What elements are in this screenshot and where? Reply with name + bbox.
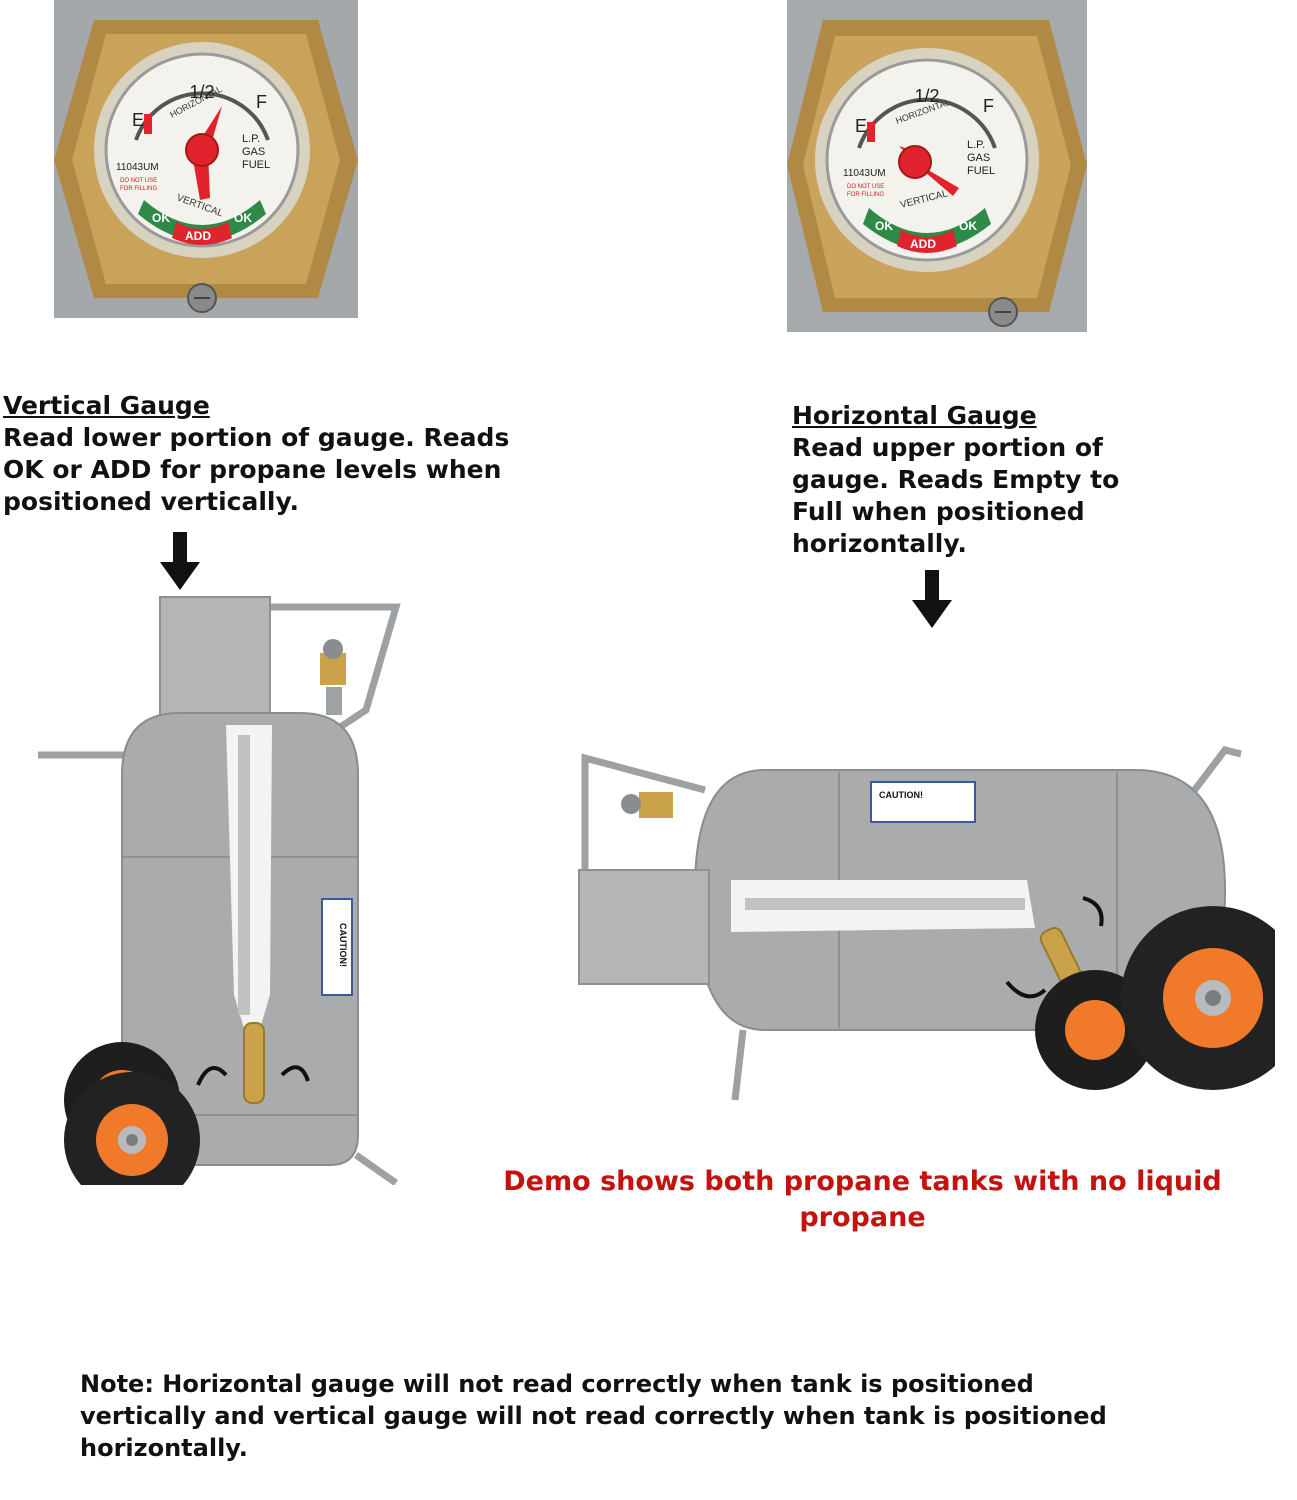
vertical-gauge-description: Vertical Gauge Read lower portion of gau… <box>3 390 543 518</box>
tank-caution-label: CAUTION! <box>879 790 923 800</box>
gauge-model-label: 11043UM <box>116 162 159 173</box>
gauge-ok-right: OK <box>959 219 977 233</box>
tank-caution-label: CAUTION! <box>338 923 348 967</box>
vertical-gauge-line-3: positioned vertically. <box>3 487 299 516</box>
down-arrow-icon <box>160 532 200 590</box>
horizontal-gauge-line-3: Full when positioned <box>792 497 1085 526</box>
note-text: Note: Horizontal gauge will not read cor… <box>80 1368 1260 1464</box>
horizontal-gauge-line-4: horizontally. <box>792 529 967 558</box>
gauge-do-not-use: DO NOT USE <box>120 178 157 184</box>
gauge-half-label: 1/2 <box>189 82 214 102</box>
gauge-fuel-label-1: L.P. <box>242 133 260 145</box>
gauge-empty-label: E <box>855 116 867 136</box>
gauge-ok-left: OK <box>152 211 170 225</box>
gauge-fuel-label-2: GAS <box>242 146 265 158</box>
gauge-half-label: 1/2 <box>914 86 939 106</box>
note-line-2: vertically and vertical gauge will not r… <box>80 1402 1107 1430</box>
note-line-1: Note: Horizontal gauge will not read cor… <box>80 1370 1034 1398</box>
vertical-gauge-heading: Vertical Gauge <box>3 391 210 420</box>
gauge-full-label: F <box>983 96 994 116</box>
gauge-fuel-label-3: FUEL <box>967 165 995 177</box>
horizontal-gauge-description: Horizontal Gauge Read upper portion of g… <box>792 400 1212 560</box>
gauge-model-label: 11043UM <box>843 168 886 179</box>
gauge-ok-left: OK <box>875 219 893 233</box>
gauge-empty-label: E <box>132 110 144 130</box>
gauge-full-label: F <box>256 92 267 112</box>
gauge-fuel-label-2: GAS <box>967 152 990 164</box>
demo-caption: Demo shows both propane tanks with no li… <box>455 1164 1270 1236</box>
gauge-fuel-label-3: FUEL <box>242 159 270 171</box>
horizontal-gauge-line-1: Read upper portion of <box>792 433 1103 462</box>
demo-caption-line-1: Demo shows both propane tanks with no li… <box>503 1166 1222 1197</box>
gauge-add-label: ADD <box>185 229 211 243</box>
down-arrow-icon <box>912 570 952 628</box>
gauge-for-filling: FOR FILLING <box>120 186 157 192</box>
gauge-ok-right: OK <box>234 211 252 225</box>
vertical-gauge-photo: 1/2 E F HORIZONTAL 11043UM DO NOT USE FO… <box>54 0 358 318</box>
vertical-gauge-line-2: OK or ADD for propane levels when <box>3 455 502 484</box>
vertical-gauge-line-1: Read lower portion of gauge. Reads <box>3 423 510 452</box>
horizontal-gauge-photo: 1/2 E F HORIZONTAL 11043UM DO NOT USE FO… <box>787 0 1087 332</box>
horizontal-gauge-line-2: gauge. Reads Empty to <box>792 465 1120 494</box>
note-line-3: horizontally. <box>80 1434 248 1462</box>
vertical-tank-illustration: CAUTION! <box>30 595 410 1185</box>
gauge-do-not-use: DO NOT USE <box>847 184 884 190</box>
gauge-fuel-label-1: L.P. <box>967 139 985 151</box>
horizontal-tank-illustration: CAUTION! <box>575 740 1275 1120</box>
demo-caption-line-2: propane <box>799 1202 926 1233</box>
gauge-for-filling: FOR FILLING <box>847 192 884 198</box>
gauge-add-label: ADD <box>910 237 936 251</box>
horizontal-gauge-heading: Horizontal Gauge <box>792 401 1037 430</box>
